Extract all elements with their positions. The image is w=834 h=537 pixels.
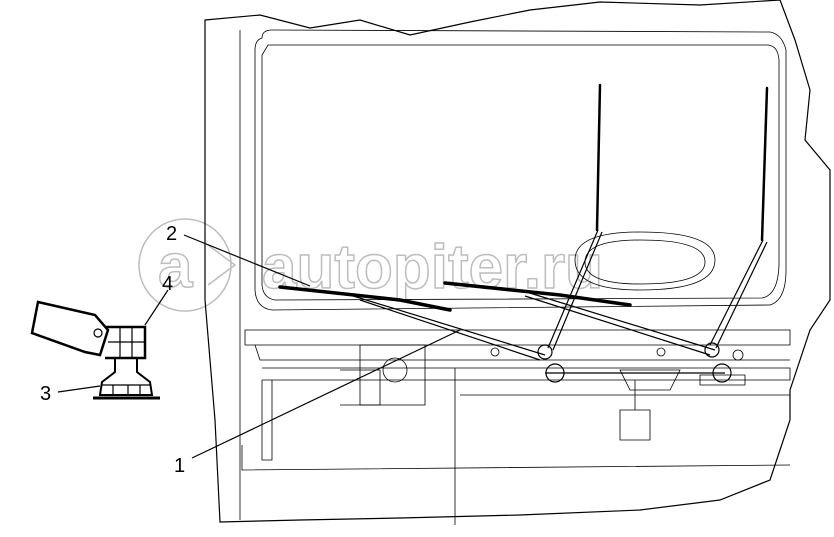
- callout-4: 4: [162, 273, 173, 295]
- wiper-left: [278, 285, 565, 383]
- leaders: [57, 234, 461, 459]
- svg-text:a: a: [158, 232, 193, 301]
- wiper-parked-blades: [547, 83, 769, 351]
- callout-1: 1: [174, 455, 185, 477]
- inset-detail: [30, 300, 160, 400]
- wiper-right: [443, 281, 732, 383]
- callout-3: 3: [40, 383, 51, 405]
- callout-2: 2: [166, 223, 177, 245]
- cab-body: [204, 0, 831, 525]
